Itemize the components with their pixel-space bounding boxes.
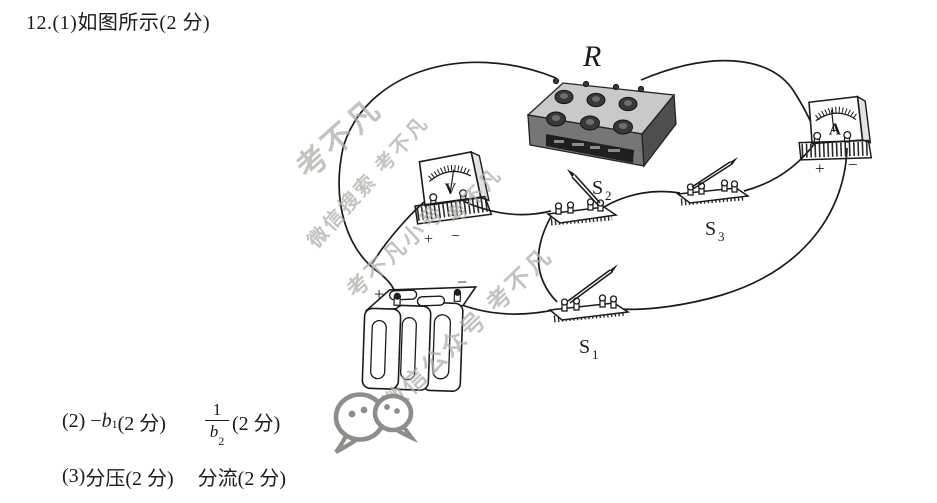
resistance-knobs [546,89,638,135]
answer2-prefix: (2) − [62,409,102,432]
ammeter-post-plus [813,131,822,140]
voltmeter-needle [449,169,455,191]
wechat-eyes [348,404,400,418]
voltmeter: V [414,150,493,225]
wire [617,147,848,311]
battery [361,286,478,393]
switch-s1-label-sub: 1 [592,347,599,362]
answer2-score2: (2 分) [231,412,281,435]
fraction-numerator: 1 [212,399,222,419]
battery-post-plus [393,292,401,300]
voltmeter-minus-label: − [451,228,460,245]
answer3-prefix: (3) [62,465,86,487]
ammeter-label: A [829,120,842,139]
switch-s1-label: S [579,336,590,358]
wire [537,212,558,303]
voltmeter-scale-ticks [428,165,472,181]
answer3-blank2: 分流(2 分) [197,468,286,490]
ammeter-scale-ticks [815,106,857,121]
wire [371,201,425,265]
voltmeter-post-plus [429,193,438,202]
battery-strap [416,295,446,307]
switch-s2-label-sub: 2 [605,188,612,203]
voltmeter-label: V [445,181,457,198]
battery-minus-label: − [457,272,467,292]
ammeter-plus-label: + [815,159,825,178]
circuit-diagram: R V + − [338,40,873,393]
answer2-variable: b [101,409,112,432]
wechat-small-bubble-tail [393,424,419,443]
switch-s3 [676,157,751,206]
switch-s3-label-sub: 3 [718,229,725,244]
fraction-variable-sub: 2 [218,433,225,448]
switch-s1-lever [567,269,613,304]
switch-s2-label: S [592,177,603,199]
voltmeter-post-minus [459,189,468,198]
ammeter-post-minus [843,130,852,140]
switch-s3-label: S [705,218,716,240]
ammeter-base-ribs [801,141,871,158]
question-12-part1-text: 12.(1)如图所示(2 分) [26,12,211,34]
battery-strap [388,289,418,301]
voltmeter-plus-label: + [424,231,433,248]
wire [458,303,559,315]
wechat-icon [333,392,419,454]
wire [462,200,552,216]
ammeter-minus-label: − [848,155,858,174]
wire [743,142,816,192]
answer-line-3: (3)分压(2 分) 分流(2 分) [62,462,286,491]
switch-s2-lever [571,174,601,206]
answer3-blank1: 分压(2 分) [85,468,174,490]
wechat-bubble-tail [334,434,358,454]
fraction-denominator: b2 [209,422,225,447]
ammeter-needle [830,109,835,133]
wire [603,190,681,208]
ammeter: A [798,95,873,161]
fraction-bar [204,419,229,422]
resistance-box-label: R [582,40,601,73]
wire [338,61,557,303]
switch-s3-lever [691,161,733,190]
battery-post-minus [453,288,461,296]
switch-s2 [546,169,619,226]
voltmeter-base-ribs [416,197,490,221]
answer2-fraction: 1 b2 [204,399,229,447]
battery-plus-label: + [374,284,384,304]
answer2-score1: (2 分) [117,412,166,435]
switch-s1 [548,264,631,323]
resistance-box: R [526,40,677,168]
fraction-variable: b [209,422,219,442]
